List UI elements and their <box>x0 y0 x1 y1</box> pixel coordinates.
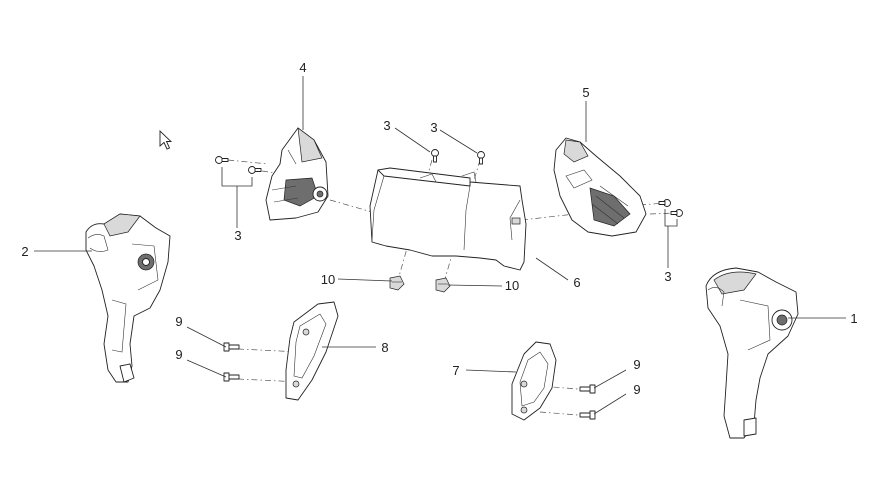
screw-3-a <box>215 156 229 164</box>
part-1-right-bracket <box>705 267 799 439</box>
bolt-9-c <box>579 384 596 394</box>
callout-4: 4 <box>299 60 306 75</box>
part-4-upper-left-cover <box>265 127 329 221</box>
clip-10-a <box>389 275 405 291</box>
callout-9-d: 9 <box>633 382 640 397</box>
screw-3-e <box>658 199 671 207</box>
callout-3-b: 3 <box>430 120 437 135</box>
screw-3-d <box>477 151 485 165</box>
callout-8: 8 <box>381 340 388 355</box>
screw-3-c <box>431 149 439 163</box>
bolt-9-b <box>223 372 240 382</box>
bolt-9-d <box>579 410 596 420</box>
callout-7: 7 <box>452 363 459 378</box>
callout-10-a: 10 <box>321 272 335 287</box>
mouse-pointer-icon <box>159 129 173 150</box>
callout-2: 2 <box>21 244 28 259</box>
callout-3-a: 3 <box>383 118 390 133</box>
clip-group-10 <box>389 275 451 293</box>
screw-3-b <box>248 166 262 174</box>
callout-1: 1 <box>850 311 857 326</box>
callout-3-c: 3 <box>234 228 241 243</box>
part-5-upper-right-cover <box>553 137 647 237</box>
callout-labels: 4 5 3 3 3 3 2 6 10 10 1 8 9 9 7 9 9 <box>21 60 857 397</box>
part-6-center-tray <box>369 167 527 271</box>
clip-10-b <box>435 277 451 293</box>
callout-10-b: 10 <box>505 278 519 293</box>
leader-lines <box>34 76 846 415</box>
callout-6: 6 <box>573 275 580 290</box>
callout-9-c: 9 <box>633 357 640 372</box>
callout-5: 5 <box>582 85 589 100</box>
part-2-left-bracket <box>85 213 171 383</box>
bolt-group-9 <box>223 342 596 420</box>
callout-9-a: 9 <box>175 314 182 329</box>
screw-3-f <box>670 209 683 217</box>
bolt-9-a <box>223 342 240 352</box>
part-8-lower-left-plate <box>285 301 339 401</box>
part-7-lower-middle-plate <box>511 341 557 421</box>
screw-group-3 <box>215 149 683 217</box>
callout-3-d: 3 <box>664 269 671 284</box>
callout-9-b: 9 <box>175 347 182 362</box>
